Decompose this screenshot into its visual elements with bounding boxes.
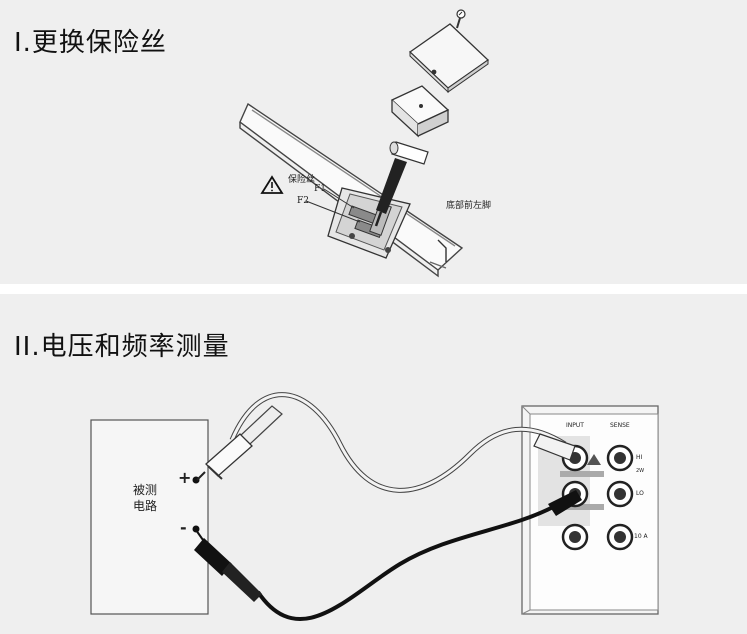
minus-sign: - [180,518,187,537]
jack-10a [606,523,634,551]
fuse-f1-label: F1 [314,184,326,194]
jack-sense-lo [606,480,634,508]
meter-warning-icon [587,454,601,465]
fuse-holder-cap [390,85,450,138]
fuse-label: 保险丝 [288,175,316,185]
section-title-measurement: II.电压和频率测量 [14,332,230,362]
jack-ma [561,523,589,551]
screw-icon [456,9,466,29]
fuse-compartment [327,187,411,259]
red-test-lead [196,392,576,493]
two-wire-label: 2W [636,468,645,474]
minus-terminal [192,525,200,533]
input-label: INPUT [566,422,584,429]
circuit-under-test-box [90,419,209,615]
jack-lo-label: LO [636,490,644,497]
fuse-leader-lines [305,188,361,223]
jack-hi-label: HI [636,454,643,461]
section-title-fuse: I.更换保险丝 [14,28,167,58]
circuit-label-line1: 被测 [133,483,158,497]
fuse-f2-label: F2 [297,196,309,206]
bottom-front-left-foot-label: 底部前左脚 [446,201,492,211]
jack-sense-hi [606,444,634,472]
circuit-label-line2: 电路 [133,499,158,513]
screwdriver-icon [374,158,407,227]
sense-label: SENSE [610,422,630,429]
spare-fuse [389,141,429,165]
fuse-replacement-diagram [239,9,490,278]
measurement-wiring-diagram [90,392,659,621]
voltage-frequency-panel: II.电压和频率测量 [0,294,747,634]
jack-10a-label: 10 A [634,533,648,540]
fuse-replacement-panel: I.更换保险丝 [0,0,747,284]
plus-sign: + [178,468,192,487]
warning-icon [260,175,284,194]
black-test-lead [194,490,582,621]
cover-plate [408,23,490,94]
